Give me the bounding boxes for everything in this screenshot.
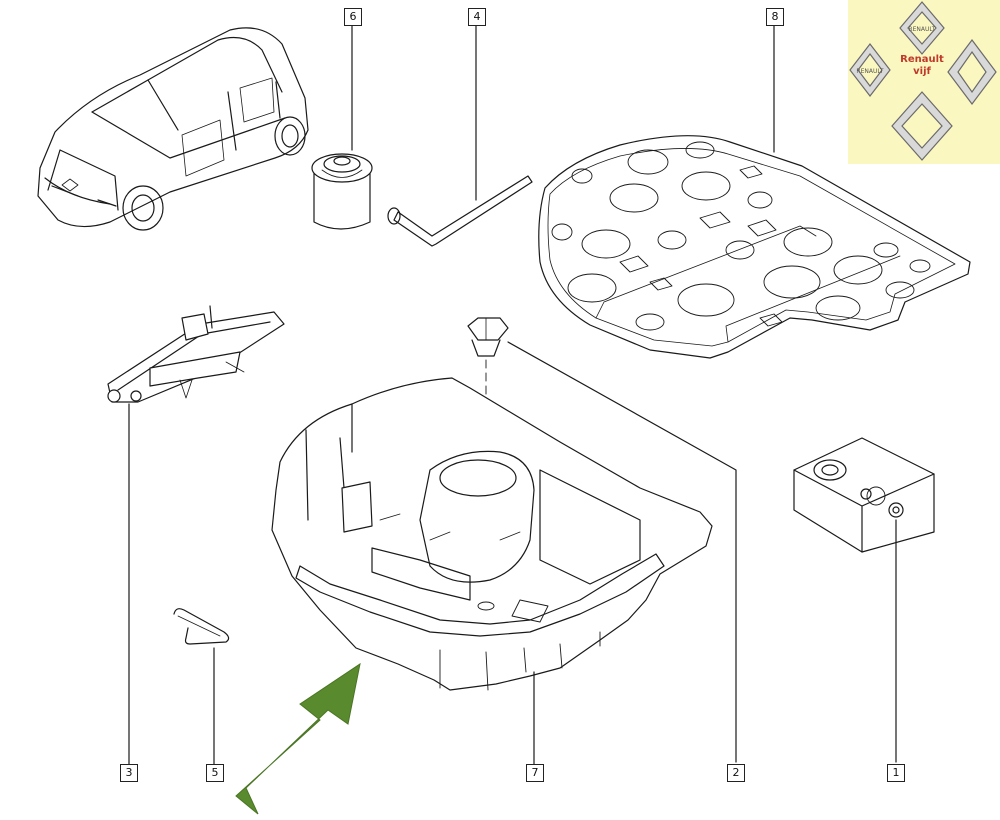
- callout-8: 8: [766, 8, 784, 26]
- floor-grid-illustration: [538, 25, 971, 359]
- renault-logo-badge: RENAULT RENAULT Renault vijf: [848, 0, 1000, 164]
- storage-tray-illustration: [271, 377, 713, 765]
- svg-text:RENAULT: RENAULT: [908, 26, 935, 33]
- callout-1: 1: [887, 764, 905, 782]
- compressor-illustration: [793, 437, 935, 763]
- logo-brand-line1: Renault: [900, 54, 944, 65]
- pointer-arrow: [235, 662, 361, 815]
- callout-6: 6: [344, 8, 362, 26]
- svg-text:RENAULT: RENAULT: [856, 68, 883, 75]
- logo-brand-text: Renault vijf: [886, 54, 958, 78]
- callout-5: 5: [206, 764, 224, 782]
- sealant-canister-illustration: [311, 25, 373, 230]
- renault-diamond-icon: RENAULT RENAULT: [849, 1, 997, 161]
- callout-7: 7: [526, 764, 544, 782]
- hook-illustration: [173, 608, 230, 765]
- logo-brand-line2: vijf: [913, 66, 931, 77]
- scissor-jack-illustration: [107, 305, 285, 765]
- callout-4: 4: [468, 8, 486, 26]
- callout-2: 2: [727, 764, 745, 782]
- car-illustration: [37, 27, 309, 231]
- fixing-clip-illustration: [467, 317, 737, 763]
- callout-3: 3: [120, 764, 138, 782]
- wheel-brace-illustration: [387, 25, 533, 247]
